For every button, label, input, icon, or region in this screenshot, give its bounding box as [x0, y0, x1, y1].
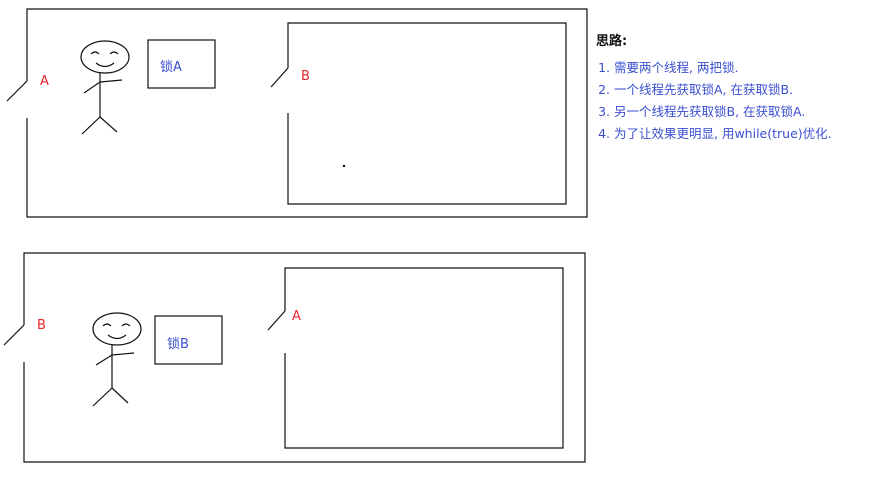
top-lock-box: [147, 39, 216, 89]
top-outer-room: [26, 8, 588, 218]
top-outer-door: [6, 80, 28, 102]
bottom-lock-box: [154, 315, 223, 365]
top-scene: A 锁A B: [6, 8, 588, 218]
bottom-person-figure: [92, 312, 142, 407]
bottom-inner-door: [267, 310, 286, 331]
top-inner-door: [270, 67, 289, 88]
stray-dot: [342, 164, 346, 168]
top-person-figure: [80, 40, 130, 135]
bottom-lock-label: 锁B: [167, 336, 189, 352]
bottom-outer-door: [3, 324, 25, 346]
notes-list: 需要两个线程, 两把锁. 一个线程先获取锁A, 在获取锁B. 另一个线程先获取锁…: [596, 57, 871, 145]
top-inner-door-label: B: [301, 69, 310, 84]
bottom-outer-room: [23, 252, 586, 463]
bottom-outer-door-label: B: [37, 318, 46, 333]
top-lock-label: 锁A: [160, 59, 182, 75]
notes-item: 一个线程先获取锁A, 在获取锁B.: [614, 79, 871, 101]
notes-item: 需要两个线程, 两把锁.: [614, 57, 871, 79]
notes-item: 为了让效果更明显, 用while(true)优化.: [614, 123, 871, 145]
bottom-inner-room: [284, 267, 564, 449]
notes-title: 思路:: [596, 34, 628, 49]
bottom-scene: B 锁B A: [3, 252, 586, 463]
top-inner-room: [287, 22, 567, 205]
notes-item: 另一个线程先获取锁B, 在获取锁A.: [614, 101, 871, 123]
bottom-inner-door-label: A: [292, 309, 301, 324]
top-outer-door-label: A: [40, 74, 49, 89]
approach-notes: 思路: 需要两个线程, 两把锁. 一个线程先获取锁A, 在获取锁B. 另一个线程…: [596, 30, 871, 145]
